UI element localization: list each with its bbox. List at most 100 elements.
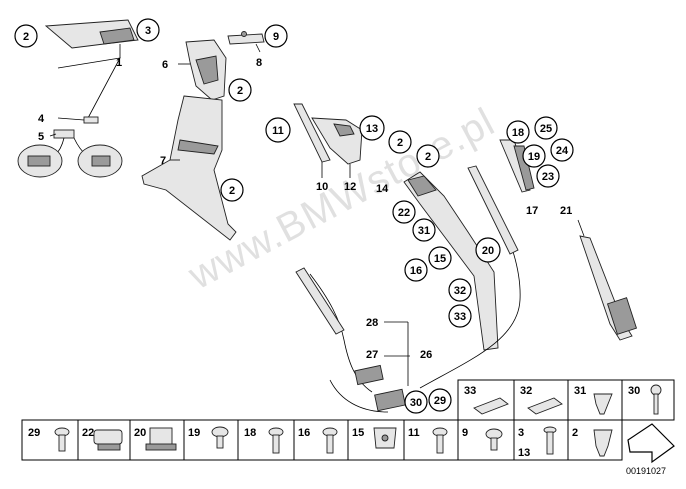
clip-33-icon (473, 397, 509, 415)
screw-16-icon (322, 427, 338, 454)
svg-text:29: 29 (434, 395, 446, 407)
callout-7: 7 (160, 155, 166, 167)
screw-9-icon (485, 428, 503, 451)
svg-text:2: 2 (425, 151, 431, 163)
svg-text:2: 2 (237, 85, 243, 97)
callout-5: 5 (38, 131, 44, 143)
clip-20-icon (145, 427, 177, 451)
svg-text:23: 23 (542, 171, 554, 183)
clip-2-icon (593, 429, 613, 457)
screw-3-icon (543, 426, 557, 455)
bubble-2-a: 2 (14, 24, 38, 48)
screw-18-icon (268, 427, 284, 454)
callout-6: 6 (162, 59, 168, 71)
svg-text:25: 25 (540, 123, 552, 135)
bubble-9: 9 (264, 24, 288, 48)
direction-arrow-icon (627, 423, 675, 464)
callout-8: 8 (256, 57, 262, 69)
screw-11-icon (432, 427, 448, 454)
fastener-32-label: 32 (520, 385, 532, 397)
svg-text:16: 16 (410, 265, 422, 277)
svg-text:2: 2 (397, 137, 403, 149)
fastener-19-label: 19 (188, 427, 200, 439)
screw-30-icon (650, 384, 662, 415)
bubble-33: 33 (448, 304, 472, 328)
svg-text:30: 30 (410, 397, 422, 409)
bubble-2-b: 2 (228, 78, 252, 102)
fastener-9-label: 9 (462, 427, 468, 439)
fastener-13-label: 13 (518, 447, 530, 459)
svg-text:2: 2 (229, 185, 235, 197)
svg-text:22: 22 (398, 207, 410, 219)
callout-4: 4 (38, 113, 45, 125)
bubble-20: 20 (475, 237, 501, 263)
part-10-12-pillar (293, 103, 363, 178)
fastener-table-bottom: 29 22 20 19 18 16 15 11 9 3 13 2 (21, 419, 623, 461)
svg-text:2: 2 (23, 31, 29, 43)
clip-32-icon (527, 397, 563, 415)
bubble-29: 29 (428, 388, 452, 412)
part-21-belt-mechanism (577, 219, 638, 341)
svg-text:9: 9 (273, 31, 279, 43)
fastener-2-label: 2 (572, 427, 578, 439)
callout-27: 27 (366, 349, 378, 361)
svg-text:19: 19 (528, 151, 540, 163)
part-17-strip (499, 139, 535, 193)
part-6-upper-trim (178, 39, 227, 101)
part-14-a-pillar (403, 171, 499, 351)
fastener-29-label: 29 (28, 427, 40, 439)
part-26-28-belt-cable (295, 165, 521, 413)
bubble-19: 19 (522, 144, 546, 168)
svg-text:20: 20 (482, 245, 494, 257)
nut-15-icon (373, 427, 397, 449)
fastener-15-label: 15 (352, 427, 364, 439)
image-id: 00191027 (626, 466, 666, 476)
fastener-20-label: 20 (134, 427, 146, 439)
screw-29-icon (54, 427, 70, 452)
callout-21: 21 (560, 205, 572, 217)
bubble-2-c: 2 (220, 178, 244, 202)
fastener-18-label: 18 (244, 427, 256, 439)
clip-31-icon (593, 393, 613, 415)
bubble-16: 16 (404, 258, 428, 282)
fastener-table-top: 33 32 31 30 (457, 379, 675, 421)
screw-19-icon (211, 426, 229, 449)
svg-text:15: 15 (434, 253, 446, 265)
fastener-22-label: 22 (82, 427, 94, 439)
fastener-30-label: 30 (628, 385, 640, 397)
cap-22-icon (93, 429, 123, 451)
fastener-33-label: 33 (464, 385, 476, 397)
part-4-5-cover (17, 116, 123, 178)
callout-10: 10 (316, 181, 328, 193)
callout-1: 1 (116, 57, 122, 69)
bubble-23: 23 (536, 164, 560, 188)
callout-28: 28 (366, 317, 378, 329)
bubble-24: 24 (550, 138, 574, 162)
bubble-15: 15 (428, 246, 452, 270)
bubble-2-e: 2 (416, 144, 440, 168)
callout-26: 26 (420, 349, 432, 361)
fastener-31-label: 31 (574, 385, 586, 397)
bubble-25: 25 (534, 116, 558, 140)
svg-text:31: 31 (418, 225, 430, 237)
bubble-11: 11 (265, 117, 291, 143)
svg-text:18: 18 (512, 127, 524, 139)
bubble-32: 32 (448, 278, 472, 302)
svg-text:11: 11 (272, 125, 284, 137)
bubble-31: 31 (412, 218, 436, 242)
part-1-trim-panel (44, 19, 139, 119)
bubble-18: 18 (506, 120, 530, 144)
callout-14: 14 (376, 183, 389, 195)
part-7-lower-trim (141, 95, 237, 241)
part-8-9-clip (227, 31, 265, 53)
fastener-3-label: 3 (518, 427, 524, 439)
bubble-13: 13 (359, 115, 385, 141)
callout-12: 12 (344, 181, 356, 193)
bubble-2-d: 2 (388, 130, 412, 154)
fastener-16-label: 16 (298, 427, 310, 439)
svg-text:32: 32 (454, 285, 466, 297)
svg-text:33: 33 (454, 311, 466, 323)
bubble-3: 3 (136, 18, 160, 42)
